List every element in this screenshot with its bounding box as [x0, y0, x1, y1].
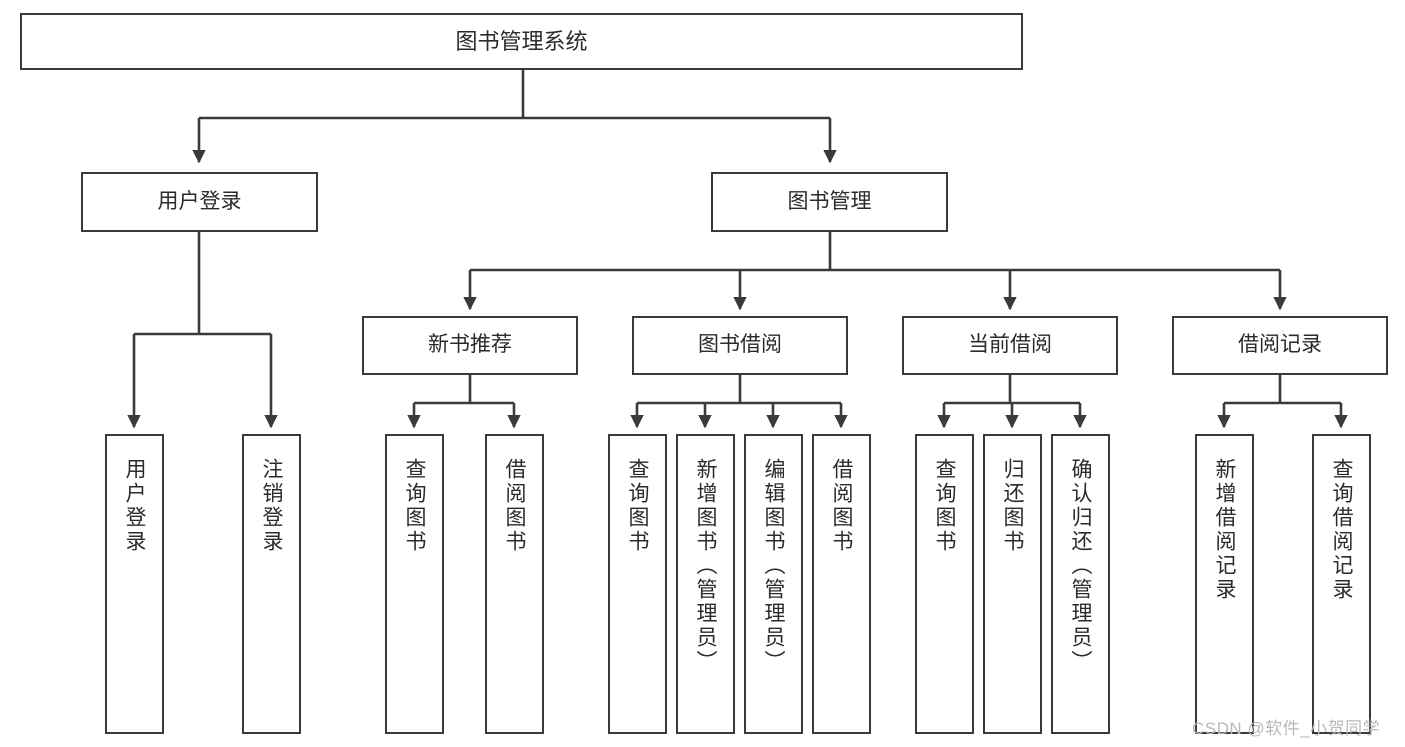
node-label: 图书借阅 [698, 333, 782, 357]
node-label: 注销登录 [260, 458, 283, 554]
node-label: 用户登录 [157, 189, 242, 213]
leaf-book-borrow-borrow[interactable]: 借阅图书 [812, 434, 871, 734]
leaf-book-borrow-add[interactable]: 新增图书（管理员） [676, 434, 735, 734]
node-label: 当前借阅 [968, 333, 1052, 357]
leaf-new-book-borrow[interactable]: 借阅图书 [485, 434, 544, 734]
node-label: 新书推荐 [428, 333, 512, 357]
node-current-borrow[interactable]: 当前借阅 [902, 316, 1118, 375]
leaf-book-borrow-edit[interactable]: 编辑图书（管理员） [744, 434, 803, 734]
node-root-system[interactable]: 图书管理系统 [20, 13, 1023, 70]
node-label: 查询借阅记录 [1330, 458, 1353, 602]
leaf-new-book-query[interactable]: 查询图书 [385, 434, 444, 734]
node-label: 借阅图书 [830, 458, 853, 554]
leaf-current-borrow-query[interactable]: 查询图书 [915, 434, 974, 734]
leaf-borrow-record-query[interactable]: 查询借阅记录 [1312, 434, 1371, 734]
leaf-current-borrow-return[interactable]: 归还图书 [983, 434, 1042, 734]
node-book-management[interactable]: 图书管理 [711, 172, 948, 232]
node-label: 归还图书 [1001, 458, 1024, 554]
leaf-user-login-login[interactable]: 用户登录 [105, 434, 164, 734]
node-label: 编辑图书（管理员） [762, 458, 785, 674]
node-label: 查询图书 [626, 458, 649, 554]
node-label: 新增借阅记录 [1213, 458, 1236, 602]
node-user-login[interactable]: 用户登录 [81, 172, 318, 232]
node-label: 新增图书（管理员） [694, 458, 717, 674]
node-label: 查询图书 [403, 458, 426, 554]
node-label: 用户登录 [123, 458, 146, 554]
watermark: CSDN @软件_小贺同学 [1192, 719, 1381, 738]
leaf-book-borrow-query[interactable]: 查询图书 [608, 434, 667, 734]
leaf-borrow-record-add[interactable]: 新增借阅记录 [1195, 434, 1254, 734]
node-label: 图书管理 [787, 189, 872, 213]
node-label: 确认归还（管理员） [1069, 458, 1092, 674]
leaf-current-borrow-confirm-return[interactable]: 确认归还（管理员） [1051, 434, 1110, 734]
node-label: 查询图书 [933, 458, 956, 554]
node-new-book-recommend[interactable]: 新书推荐 [362, 316, 578, 375]
leaf-user-login-logout[interactable]: 注销登录 [242, 434, 301, 734]
node-borrow-record[interactable]: 借阅记录 [1172, 316, 1388, 375]
node-label: 借阅图书 [503, 458, 526, 554]
node-label: 图书管理系统 [455, 28, 588, 54]
node-label: 借阅记录 [1238, 333, 1322, 357]
node-book-borrow[interactable]: 图书借阅 [632, 316, 848, 375]
